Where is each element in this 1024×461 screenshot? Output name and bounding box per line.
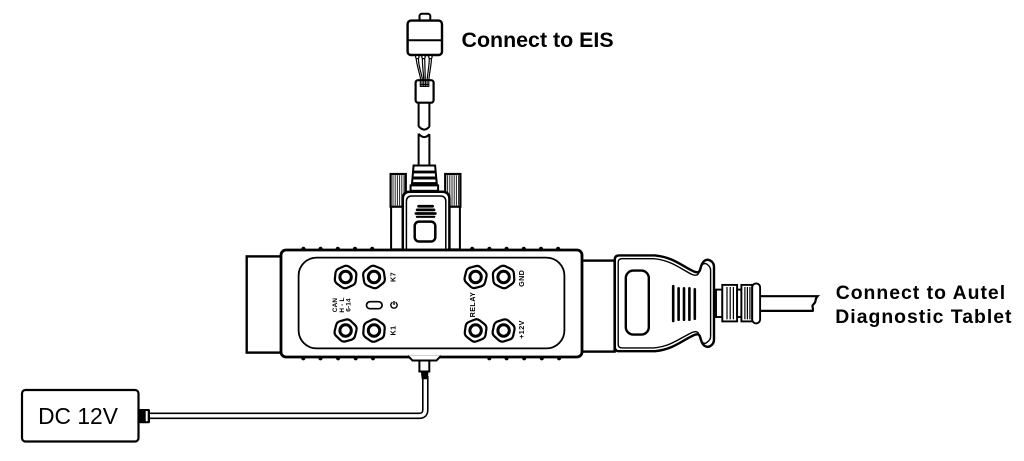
svg-text:H - L: H - L: [339, 297, 346, 312]
svg-text:Connect to Autel: Connect to Autel: [836, 282, 1006, 304]
svg-text:DC 12V: DC 12V: [38, 403, 119, 429]
svg-text:CAN: CAN: [332, 298, 339, 313]
svg-text:+12V: +12V: [517, 320, 526, 339]
svg-text:6-14: 6-14: [346, 298, 353, 312]
svg-text:GND: GND: [517, 270, 526, 287]
svg-text:K1: K1: [388, 326, 397, 336]
svg-text:Connect to EIS: Connect to EIS: [462, 28, 614, 52]
svg-text:Diagnostic Tablet: Diagnostic Tablet: [835, 306, 1012, 328]
svg-text:K7: K7: [388, 272, 397, 282]
svg-text:RELAY: RELAY: [468, 292, 477, 318]
